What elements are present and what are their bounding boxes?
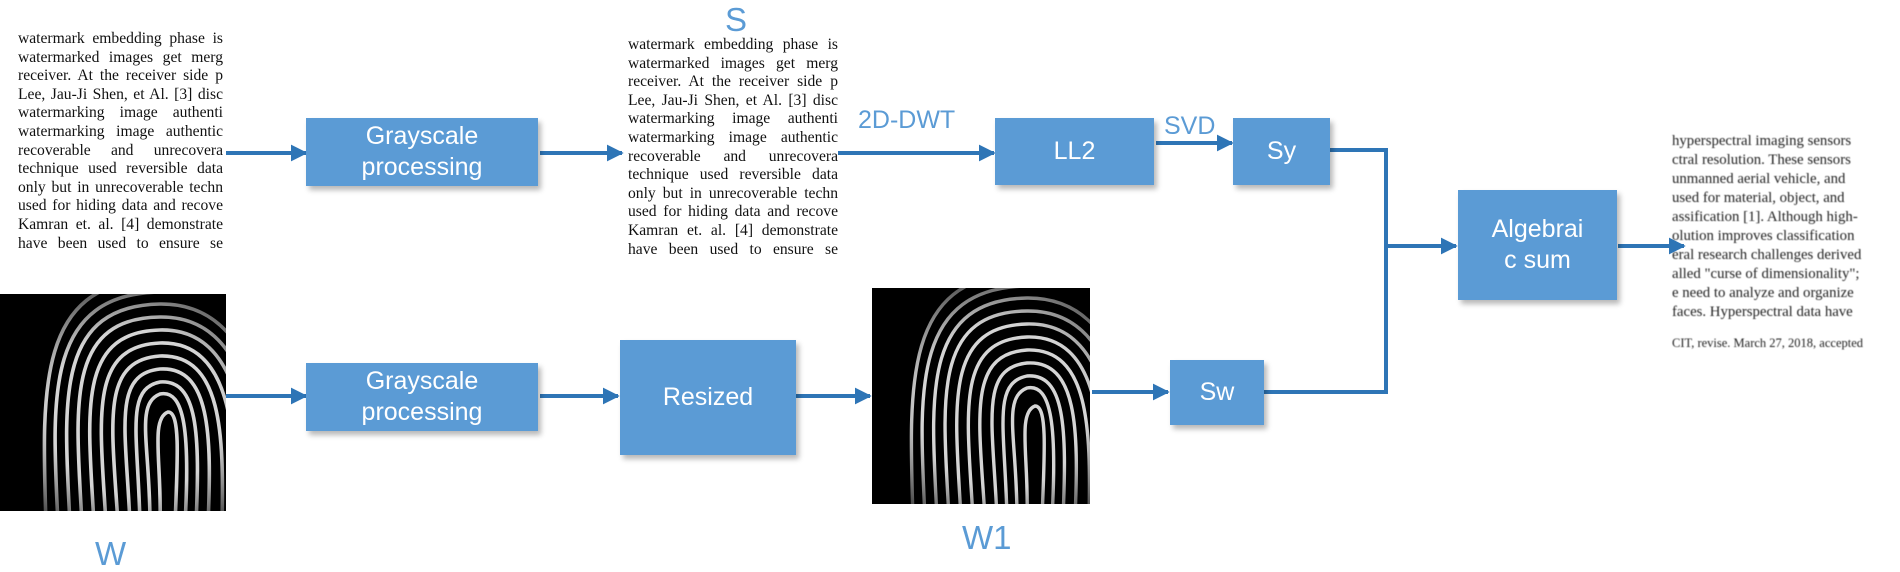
label-s: S [725,1,748,38]
label-svd: SVD [1164,112,1216,140]
doc-line: technique used reversible data [628,166,838,184]
doc-line: eral research challenges derived [1672,247,1862,263]
doc-line: assification [1]. Although high- [1672,209,1858,225]
doc-line: have been used to ensure se [628,240,838,258]
doc-line: used for material, object, and [1672,190,1845,206]
sw-box: Sw [1170,360,1264,425]
fingerprint-image-w [0,294,226,511]
grayscale-document-middle: watermark embedding phase is watermarked… [628,36,838,259]
doc-line: e need to analyze and organize [1672,285,1854,301]
algebraic-sum-box: Algebrai c sum [1458,190,1617,300]
doc-line: recoverable and unrecovera [18,141,223,159]
doc-line: watermark embedding phase is [18,30,223,47]
doc-line: Kamran et. al. [4] demonstrate [628,221,838,239]
doc-line: olution improves classification [1672,228,1855,244]
doc-line: technique used reversible data [18,160,223,178]
doc-line: alled "curse of dimensionality"; [1672,266,1860,282]
connector-sy-to-merge [1330,148,1388,392]
doc-line: unmanned aerial vehicle, and [1672,171,1846,187]
doc-line: watermarked images get merg [628,54,838,72]
doc-line: watermarked images get merg [18,48,223,66]
label-w: W [95,535,127,572]
doc-line: faces. Hyperspectral data have [1672,304,1853,320]
doc-line: Kamran et. al. [4] demonstrate [18,215,223,233]
fingerprint-image-w1 [872,288,1090,504]
label-w1: W1 [962,519,1012,556]
doc-line: have been used to ensure se [18,234,223,252]
doc-line: watermarking image authentic [628,128,838,146]
doc-line: used for hiding data and recove [18,197,223,215]
fingerprint-icon [872,288,1090,504]
resized-box: Resized [620,340,796,455]
doc-line: watermark embedding phase is [628,36,838,53]
doc-line: recoverable and unrecovera [628,147,838,165]
grayscale-processing-top-box: Grayscale processing [306,118,538,186]
doc-line: only but in unrecoverable techn [18,178,223,196]
grayscale-processing-bottom-box: Grayscale processing [306,363,538,431]
doc-line: ctral resolution. These sensors [1672,152,1851,168]
doc-line: receiver. At the receiver side p [18,67,223,85]
fingerprint-icon [0,294,226,511]
doc-line: CIT, revise. March 27, 2018, accepted [1672,336,1864,350]
doc-line: Lee, Jau-Ji Shen, et Al. [3] disc [628,91,838,109]
sy-box: Sy [1233,118,1330,185]
watermarked-document-right: hyperspectral imaging sensors ctral reso… [1672,132,1894,353]
label-2d-dwt: 2D-DWT [858,106,956,134]
source-document-left: watermark embedding phase is watermarked… [18,30,223,253]
ll2-box: LL2 [995,118,1154,185]
doc-line: watermarking image authenti [18,104,223,122]
doc-line: used for hiding data and recove [628,203,838,221]
doc-line: hyperspectral imaging sensors [1672,133,1852,149]
doc-line: watermarking image authenti [628,110,838,128]
doc-line: watermarking image authentic [18,122,223,140]
doc-line: Lee, Jau-Ji Shen, et Al. [3] disc [18,85,223,103]
doc-line: receiver. At the receiver side p [628,73,838,91]
doc-line: only but in unrecoverable techn [628,184,838,202]
